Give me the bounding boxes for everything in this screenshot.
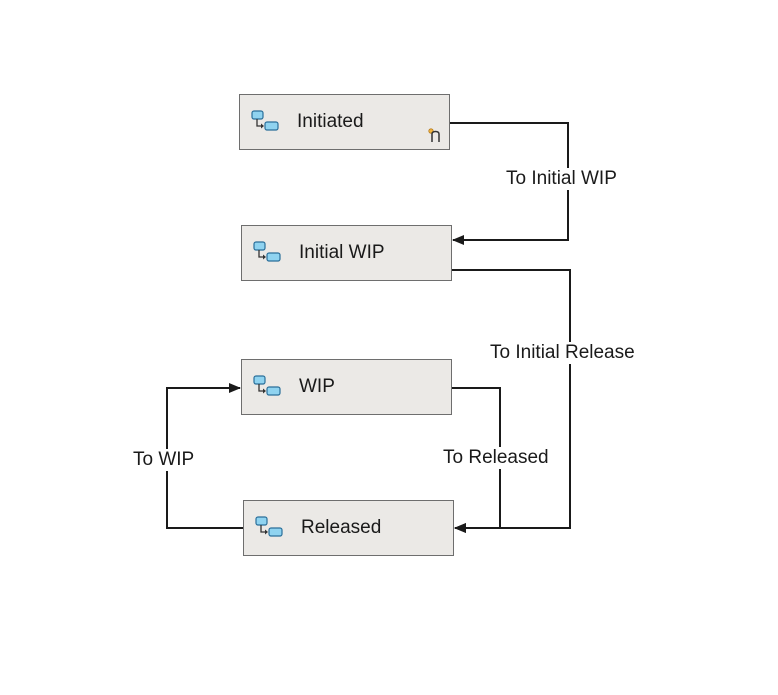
state-node-icon	[253, 241, 281, 262]
state-node-initial-wip[interactable]: Initial WIP	[241, 225, 452, 281]
transition-label-to-released[interactable]: To Released	[442, 447, 550, 469]
transition-label-to-wip[interactable]: To WIP	[132, 449, 196, 471]
state-label-initiated: Initiated	[297, 111, 364, 132]
state-node-released[interactable]: Released	[243, 500, 454, 556]
transition-label-to-initial-release[interactable]: To Initial Release	[489, 342, 636, 364]
state-node-wip[interactable]: WIP	[241, 359, 452, 415]
initial-state-marker-icon	[428, 128, 440, 142]
state-label-wip: WIP	[299, 376, 335, 397]
state-label-released: Released	[301, 517, 382, 538]
state-node-icon	[253, 375, 281, 396]
state-node-icon	[255, 516, 283, 537]
state-node-icon	[251, 110, 279, 131]
state-label-initial-wip: Initial WIP	[299, 242, 385, 263]
transition-label-to-initial-wip[interactable]: To Initial WIP	[505, 168, 618, 190]
edge-to-initial-release[interactable]	[451, 269, 571, 533]
state-node-initiated[interactable]: Initiated	[239, 94, 450, 150]
